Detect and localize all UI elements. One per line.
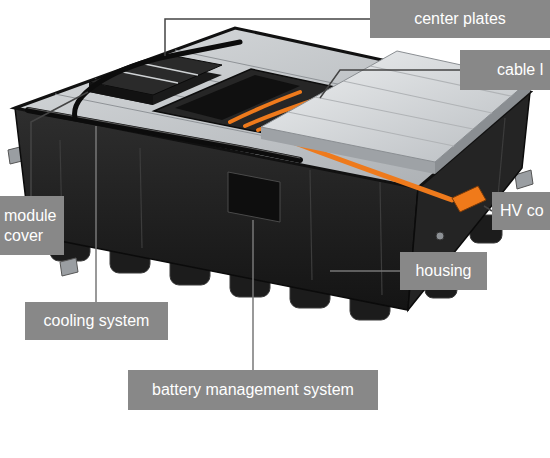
callout-box: module cover <box>0 196 64 255</box>
callout-box: center plates <box>370 0 550 38</box>
housing-rib <box>310 170 312 280</box>
housing-rib <box>140 148 142 248</box>
mounting-tab <box>60 258 78 276</box>
callout-box: cable l <box>460 50 550 90</box>
cooling-pipe <box>28 110 300 160</box>
housing-rib <box>498 118 505 196</box>
callout-label: housing <box>415 261 471 280</box>
callout-box: battery management system <box>128 370 378 410</box>
leader-line <box>165 19 370 56</box>
hv-connector <box>452 186 486 212</box>
cooling-pipes <box>28 42 300 160</box>
center-plate <box>140 63 198 75</box>
callout-box: HV co <box>492 192 550 230</box>
callout-label: battery management system <box>152 380 354 399</box>
connector-port <box>436 232 444 240</box>
leader-line <box>252 220 254 370</box>
leader-line <box>31 92 88 196</box>
cooling-pipe <box>75 42 240 118</box>
callout-label: module cover <box>4 206 60 244</box>
lid-rib <box>288 112 454 146</box>
housing-rib <box>380 182 382 295</box>
center-plate <box>118 71 178 83</box>
callout-label: cable l <box>497 60 543 79</box>
callout-label: HV co <box>500 201 544 220</box>
lid-rib <box>315 97 473 129</box>
callout-box: cooling system <box>25 302 168 340</box>
leader-line <box>484 206 492 211</box>
leader-line <box>95 126 97 302</box>
cooling-pipe-highlight <box>28 108 300 158</box>
callout-label: center plates <box>414 9 506 28</box>
bms-unit <box>228 172 280 222</box>
module-top-surface <box>15 28 530 188</box>
leader-line <box>320 70 463 98</box>
leader-line <box>330 270 400 272</box>
leader-lines <box>31 19 492 370</box>
callout-box: housing <box>400 252 487 290</box>
callout-label: cooling system <box>44 311 150 330</box>
